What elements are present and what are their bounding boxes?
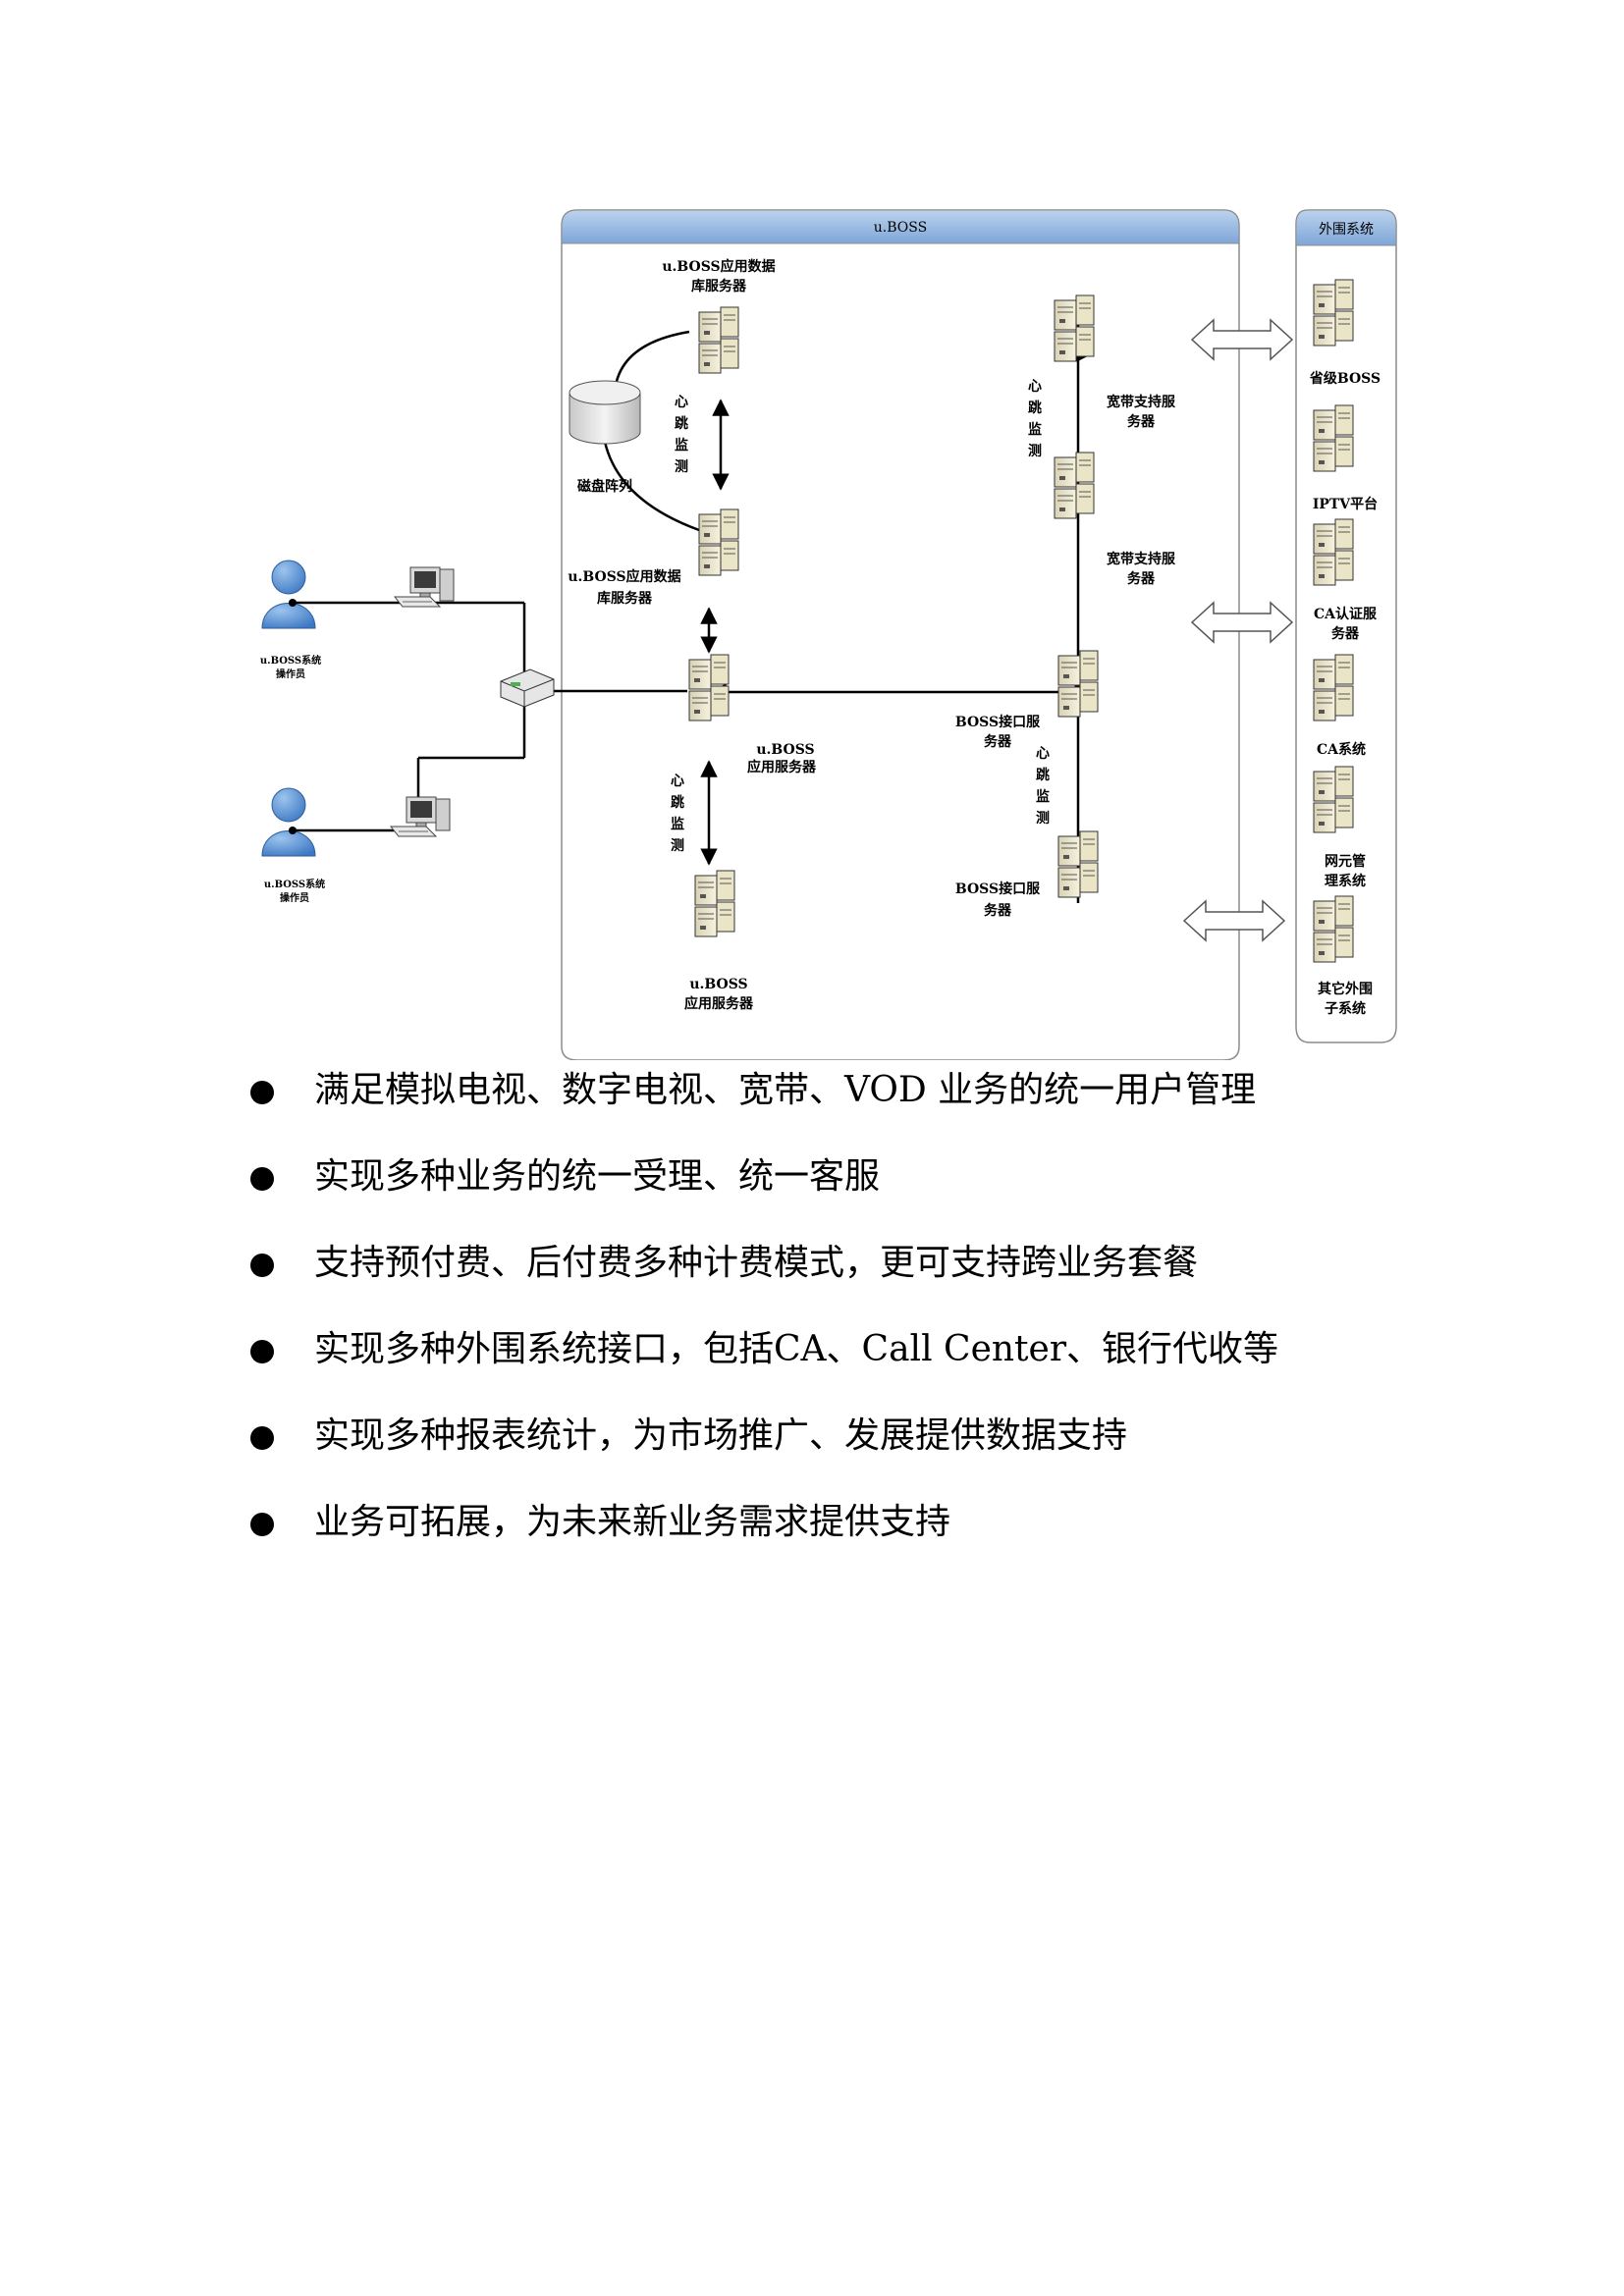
svg-text:监: 监 xyxy=(1036,788,1050,805)
svg-text:u.BOSS系统: u.BOSS系统 xyxy=(260,654,321,667)
app-server-2 xyxy=(694,870,735,937)
svg-text:理系统: 理系统 xyxy=(1325,873,1366,889)
svg-text:心: 心 xyxy=(675,395,688,410)
ext-server-iptv xyxy=(1313,404,1354,472)
bullet-icon xyxy=(250,1167,274,1191)
interface-server-2-label: BOSS接口服 xyxy=(955,881,1041,897)
feature-item: 实现多种报表统计，为市场推广、发展提供数据支持 xyxy=(245,1411,1278,1497)
svg-text:子系统: 子系统 xyxy=(1325,1000,1366,1017)
workstation-2 xyxy=(390,796,451,837)
ext-label-provincial-boss: 省级BOSS xyxy=(1309,370,1380,387)
svg-text:跳: 跳 xyxy=(671,794,684,811)
bullet-icon xyxy=(250,1081,274,1104)
ext-server-provincial-boss xyxy=(1313,279,1354,347)
feature-item: 实现多种外围系统接口，包括CA、Call Center、银行代收等 xyxy=(245,1324,1278,1411)
svg-text:心: 心 xyxy=(1036,746,1050,762)
double-arrow-2 xyxy=(1191,602,1293,643)
heartbeat-label-broadband: 心 跳 监 测 xyxy=(1028,379,1042,459)
svg-text:监: 监 xyxy=(1028,421,1042,438)
ext-server-nms xyxy=(1313,766,1354,833)
svg-text:应用服务器: 应用服务器 xyxy=(684,995,754,1012)
svg-text:务器: 务器 xyxy=(984,733,1012,750)
broadband-server-2-label: 宽带支持服 xyxy=(1107,551,1176,567)
db-server-top-label: u.BOSS应用数据 xyxy=(662,258,775,275)
db-server-bottom-label: u.BOSS应用数据 xyxy=(568,568,680,585)
svg-text:库服务器: 库服务器 xyxy=(691,278,747,294)
svg-text:监: 监 xyxy=(675,437,688,454)
svg-text:跳: 跳 xyxy=(1028,400,1042,416)
broadband-server-1-label: 宽带支持服 xyxy=(1107,394,1176,410)
uboss-title: u.BOSS xyxy=(874,220,927,236)
ext-server-ca-auth xyxy=(1313,518,1354,586)
bullet-icon xyxy=(250,1513,274,1536)
svg-text:务器: 务器 xyxy=(1127,413,1156,430)
external-systems-title: 外围系统 xyxy=(1319,222,1374,238)
feature-item: 支持预付费、后付费多种计费模式，更可支持跨业务套餐 xyxy=(245,1238,1278,1324)
svg-text:操作员: 操作员 xyxy=(276,667,305,680)
operator-2: u.BOSS系统 操作员 xyxy=(261,787,325,904)
db-server-bottom xyxy=(698,508,739,576)
svg-text:库服务器: 库服务器 xyxy=(597,590,653,607)
ext-label-other: 其它外围 xyxy=(1318,981,1373,997)
feature-item: 满足模拟电视、数字电视、宽带、VOD 业务的统一用户管理 xyxy=(245,1065,1278,1151)
ext-label-ca-system: CA系统 xyxy=(1317,741,1366,758)
heartbeat-label-interface: 心 跳 监 测 xyxy=(1036,746,1050,827)
svg-text:务器: 务器 xyxy=(984,902,1012,919)
bullet-icon xyxy=(250,1426,274,1450)
svg-text:务器: 务器 xyxy=(1331,625,1360,642)
double-arrow-1 xyxy=(1191,319,1293,360)
network-switch xyxy=(500,668,555,708)
svg-text:应用服务器: 应用服务器 xyxy=(747,759,817,775)
feature-item: 业务可拓展，为未来新业务需求提供支持 xyxy=(245,1497,1278,1583)
svg-text:测: 测 xyxy=(1028,443,1042,459)
feature-list: 满足模拟电视、数字电视、宽带、VOD 业务的统一用户管理 实现多种业务的统一受理… xyxy=(245,1065,1278,1583)
ext-label-nms: 网元管 xyxy=(1325,853,1366,870)
architecture-diagram: u.BOSS 外围系统 u.BOSS系统 操作员 xyxy=(260,209,1397,1060)
svg-text:心: 心 xyxy=(1028,379,1042,395)
bullet-icon xyxy=(250,1254,274,1277)
ext-server-ca-system xyxy=(1313,654,1354,721)
interface-server-1-label: BOSS接口服 xyxy=(955,714,1041,730)
svg-text:测: 测 xyxy=(1036,810,1050,827)
svg-text:测: 测 xyxy=(675,458,688,475)
interface-server-1 xyxy=(1057,650,1099,718)
svg-text:心: 心 xyxy=(671,774,684,789)
app-server-1 xyxy=(688,654,730,721)
svg-text:u.BOSS系统: u.BOSS系统 xyxy=(264,878,325,890)
ext-label-ca-auth: CA认证服 xyxy=(1314,606,1378,622)
svg-text:测: 测 xyxy=(671,837,684,854)
heartbeat-label-app: 心 跳 监 测 xyxy=(671,774,684,854)
heartbeat-label-db: 心 跳 监 测 xyxy=(675,395,688,475)
ext-server-other xyxy=(1313,895,1354,963)
disk-array: 磁盘阵列 xyxy=(568,380,641,495)
svg-text:磁盘阵列: 磁盘阵列 xyxy=(577,478,632,495)
broadband-server-1 xyxy=(1054,294,1095,362)
svg-text:操作员: 操作员 xyxy=(280,891,309,904)
feature-item: 实现多种业务的统一受理、统一客服 xyxy=(245,1151,1278,1238)
svg-text:跳: 跳 xyxy=(1036,767,1050,783)
workstation-1 xyxy=(394,566,455,608)
ext-label-iptv: IPTV平台 xyxy=(1313,496,1378,512)
db-server-top xyxy=(698,306,739,374)
bullet-icon xyxy=(250,1340,274,1363)
app-server-2-label: u.BOSS xyxy=(689,977,747,992)
svg-text:务器: 务器 xyxy=(1127,570,1156,587)
operator-1: u.BOSS系统 操作员 xyxy=(260,560,321,680)
app-server-1-label: u.BOSS xyxy=(756,742,814,758)
svg-text:跳: 跳 xyxy=(675,415,688,432)
svg-text:监: 监 xyxy=(671,816,684,832)
broadband-server-2 xyxy=(1054,452,1095,519)
interface-server-2 xyxy=(1057,830,1099,898)
